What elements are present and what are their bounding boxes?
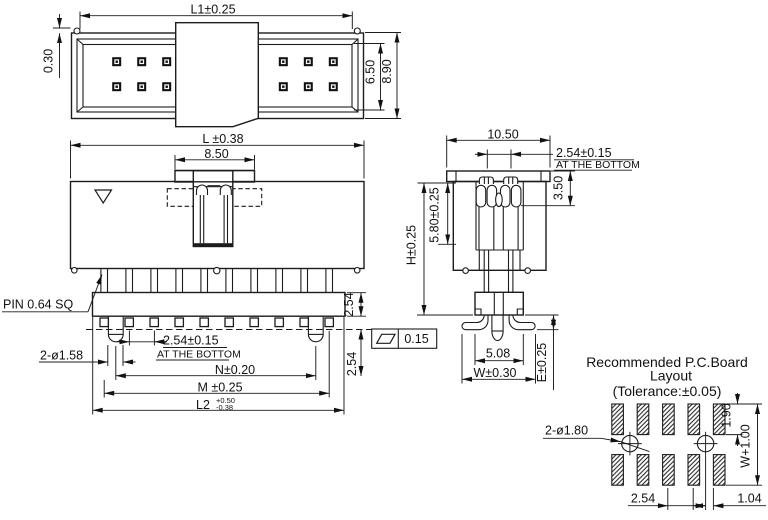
dim-030: 0.30 (42, 49, 56, 73)
pcb-layout: Recommended P.C.Board Layout (Tolerance:… (543, 354, 766, 510)
dim-580: 5.80±0.25 (428, 187, 442, 243)
dim-650: 6.50 (364, 60, 378, 84)
dim-890: 8.90 (380, 59, 394, 83)
mounting-peg-right (307, 316, 324, 343)
mounting-peg-left (107, 316, 124, 343)
dim-peg-holes: 2-ø1.58 (40, 349, 83, 363)
dim-e: E±0.25 (535, 343, 549, 383)
dim-tail-length: 2.54 (345, 352, 359, 376)
dim-l: L ±0.38 (202, 132, 243, 146)
dim-508: 5.08 (486, 347, 510, 361)
dim-850: 8.50 (204, 147, 228, 161)
bent-leg-left (461, 314, 489, 331)
dim-pcb-holes: 2-ø1.80 (545, 424, 588, 438)
dim-pitch-side: 2.54±0.15 (556, 146, 612, 160)
dim-l2-plus: +0.50 (216, 396, 235, 405)
center-peg-side (491, 315, 504, 342)
dim-190: 1.90 (720, 403, 734, 427)
shell-corner-right (353, 27, 361, 35)
connector-body-side (452, 180, 547, 272)
mounting-hole-left (618, 431, 642, 456)
flatness-value: 0.15 (404, 332, 428, 346)
pin-size-label: PIN 0.64 SQ (3, 298, 73, 312)
spacer-strip-front (91, 291, 346, 317)
top-view: L1±0.25 0.30 6.50 8.90 (42, 3, 401, 128)
polarization-key (174, 22, 259, 128)
shell-corner-left (73, 27, 81, 35)
spacer-strip-side (474, 291, 524, 316)
dim-pcb-104: 1.04 (737, 492, 761, 506)
contact-springs (475, 176, 522, 250)
front-view: L ±0.38 8.50 PIN 0.64 SQ (2, 132, 438, 415)
dim-w100: W+1.00 (739, 424, 753, 467)
bent-leg-right (508, 314, 536, 331)
pin-tails-front (99, 317, 335, 328)
dim-pitch-side-note: AT THE BOTTOM (556, 159, 640, 171)
flatness-symbol (375, 333, 397, 344)
dim-l2-minus: -0.38 (216, 403, 233, 412)
dim-l2: L2 (196, 398, 210, 412)
dim-n: N±0.20 (215, 363, 255, 377)
dim-h: H±0.25 (405, 225, 419, 265)
pcb-title-2: Layout (650, 368, 692, 384)
side-view: 10.50 2.54±0.15 AT THE BOTTOM (405, 127, 640, 390)
dim-m: M ±0.25 (197, 380, 242, 394)
dim-strip-height: 2.54 (342, 292, 356, 316)
dim-pitch-front-note: AT THE BOTTOM (157, 349, 241, 361)
dim-pcb-254: 2.54 (631, 492, 655, 506)
mounting-hole-right (693, 431, 718, 456)
dim-l1: L1±0.25 (190, 3, 235, 17)
cap-side (446, 170, 551, 183)
pcb-title-3: (Tolerance:±0.05) (613, 383, 722, 399)
pcb-title-1: Recommended P.C.Board (586, 354, 748, 370)
flatness-callout: 0.15 (371, 328, 438, 349)
dim-1050: 10.50 (487, 127, 518, 141)
latch (166, 169, 263, 248)
dim-350: 3.50 (552, 176, 566, 200)
dim-w: W±0.30 (474, 366, 517, 380)
pin1-triangle-marker (93, 189, 113, 205)
dim-pitch-front: 2.54±0.15 (163, 334, 219, 348)
